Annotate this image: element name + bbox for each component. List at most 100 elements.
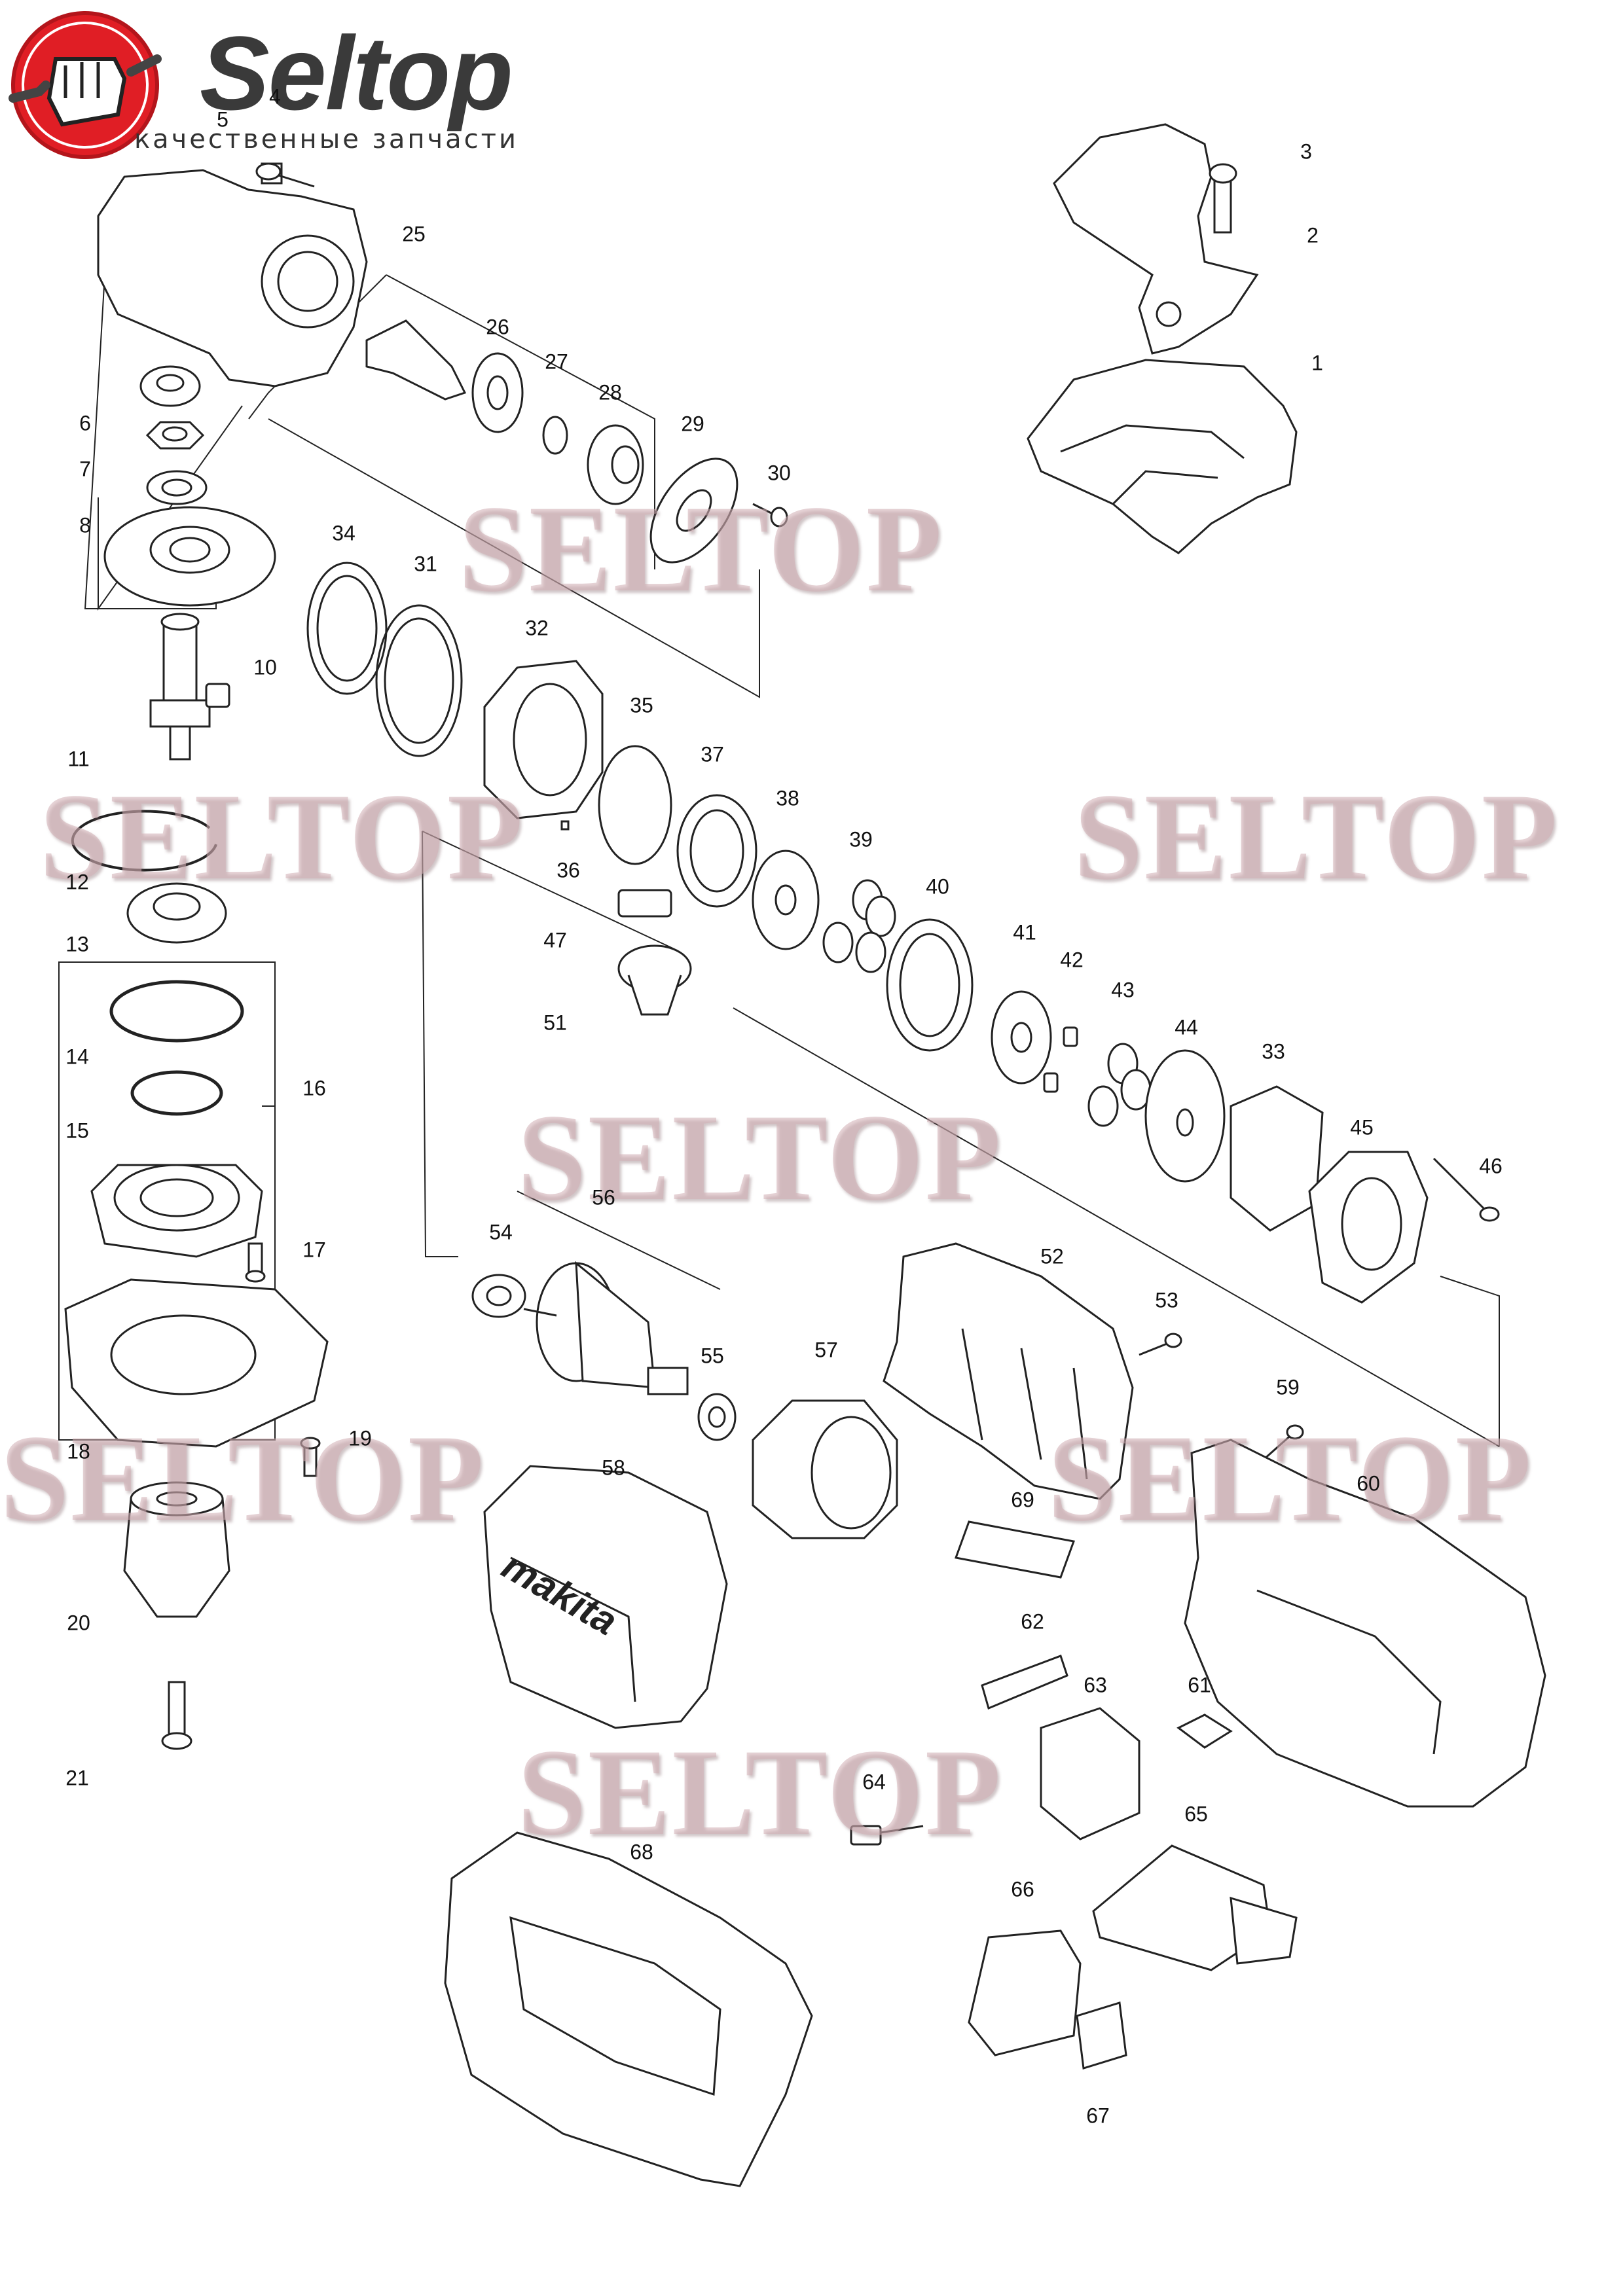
part-label: 12 [65, 870, 89, 894]
part-bearing-28 [587, 424, 644, 505]
part-o-ring-14 [109, 980, 244, 1043]
watermark: SELTOP [458, 480, 943, 618]
part-label: 15 [65, 1119, 89, 1143]
part-label: 65 [1184, 1802, 1208, 1826]
part-screw-17 [245, 1242, 266, 1283]
part-o-ring-15 [130, 1070, 223, 1116]
part-label: 25 [402, 222, 426, 246]
watermark: SELTOP [0, 1410, 485, 1547]
part-gasket-33 [1230, 1085, 1324, 1232]
part-label: 62 [1021, 1609, 1044, 1634]
part-gear-housing [97, 162, 368, 387]
part-label: 1 [1311, 351, 1323, 375]
part-drill-chuck-20 [123, 1481, 230, 1618]
part-label: 31 [414, 552, 437, 576]
part-lead-64 [850, 1825, 924, 1846]
part-label: 27 [545, 350, 568, 374]
part-label: 60 [1357, 1471, 1380, 1496]
part-pin-36 [560, 820, 570, 831]
watermark: SELTOP [517, 1089, 1002, 1227]
part-pinion-25 [365, 319, 467, 401]
part-label: 6 [79, 411, 91, 435]
part-screw-3 [1209, 163, 1237, 234]
part-label: 20 [67, 1611, 90, 1635]
part-label: 34 [332, 521, 356, 545]
part-label: 41 [1013, 920, 1036, 944]
part-screw-19 [300, 1437, 321, 1477]
part-label: 66 [1011, 1877, 1034, 1901]
part-label: 5 [217, 107, 228, 132]
part-label: 16 [302, 1076, 326, 1100]
part-plate-29 [649, 457, 739, 564]
part-pins-42 [1043, 1026, 1078, 1093]
part-spring-61 [1176, 1713, 1233, 1749]
part-housing-60 [1184, 1439, 1546, 1808]
part-controller-63 [1040, 1707, 1140, 1840]
part-bearing-box-16 [90, 1164, 263, 1258]
part-label: 68 [630, 1840, 653, 1864]
part-label: 69 [1011, 1488, 1034, 1512]
part-switch-62 [981, 1655, 1068, 1710]
part-label: 33 [1262, 1039, 1285, 1064]
part-label: 30 [767, 461, 791, 485]
part-screw-21 [161, 1681, 192, 1750]
part-screw-30 [752, 503, 788, 528]
part-label: 28 [598, 380, 622, 404]
part-bearing-54 [471, 1274, 526, 1318]
part-label: 54 [489, 1220, 513, 1244]
part-side-grip [1053, 123, 1259, 355]
part-screw-53 [1139, 1333, 1182, 1356]
part-label: 64 [862, 1770, 886, 1794]
part-label: 43 [1111, 978, 1135, 1002]
part-label: 37 [701, 742, 724, 766]
part-label: 14 [65, 1045, 89, 1069]
part-label: 26 [486, 315, 509, 339]
part-label: 55 [701, 1344, 724, 1368]
part-label: 35 [630, 693, 653, 717]
watermark: SELTOP [1074, 768, 1559, 906]
part-screw-59 [1263, 1424, 1304, 1461]
part-key-10 [205, 683, 230, 708]
part-label: 40 [926, 874, 949, 899]
part-gasket-31 [375, 604, 463, 757]
part-label: 46 [1479, 1154, 1503, 1178]
seltop-logo [9, 11, 162, 159]
part-ring-34 [306, 562, 388, 695]
part-label: 52 [1040, 1244, 1064, 1268]
part-label: 39 [849, 827, 873, 852]
part-planet-gears-43 [1087, 1043, 1152, 1127]
part-label: 29 [681, 412, 704, 436]
part-label: 47 [543, 928, 567, 952]
part-armature-56 [523, 1261, 689, 1395]
watermark: SELTOP [1048, 1410, 1533, 1547]
part-label: 59 [1276, 1375, 1300, 1399]
brand-tagline: качественные запчасти [134, 124, 519, 154]
watermark: SELTOP [517, 1724, 1002, 1861]
part-controller-65 [1092, 1844, 1298, 1971]
part-bearing-55 [697, 1393, 737, 1441]
part-ring-35 [598, 745, 672, 865]
part-label: 32 [525, 616, 549, 640]
part-switch-47 [617, 889, 672, 918]
part-flange [103, 506, 276, 607]
part-screw-46 [1432, 1157, 1500, 1222]
part-label: 57 [814, 1338, 838, 1362]
part-housing-52 [883, 1242, 1134, 1500]
part-label: 17 [302, 1238, 326, 1262]
part-gear-case-32 [483, 660, 604, 819]
part-label: 51 [543, 1011, 567, 1035]
part-bearing-6 [139, 365, 201, 407]
brand-name: Seltop [200, 14, 513, 132]
part-washer-8 [146, 470, 208, 505]
part-bearing-13 [126, 882, 227, 944]
part-label: 10 [253, 655, 277, 679]
part-top-cover [1027, 359, 1298, 554]
part-ring-gear-40 [886, 918, 974, 1052]
part-label: 18 [67, 1439, 90, 1463]
part-spindle-11 [149, 613, 211, 761]
part-ring-gear-37 [676, 794, 757, 908]
part-retaining-ring-27 [542, 416, 568, 455]
part-screw-4 [255, 162, 315, 188]
part-label: 36 [556, 858, 580, 882]
